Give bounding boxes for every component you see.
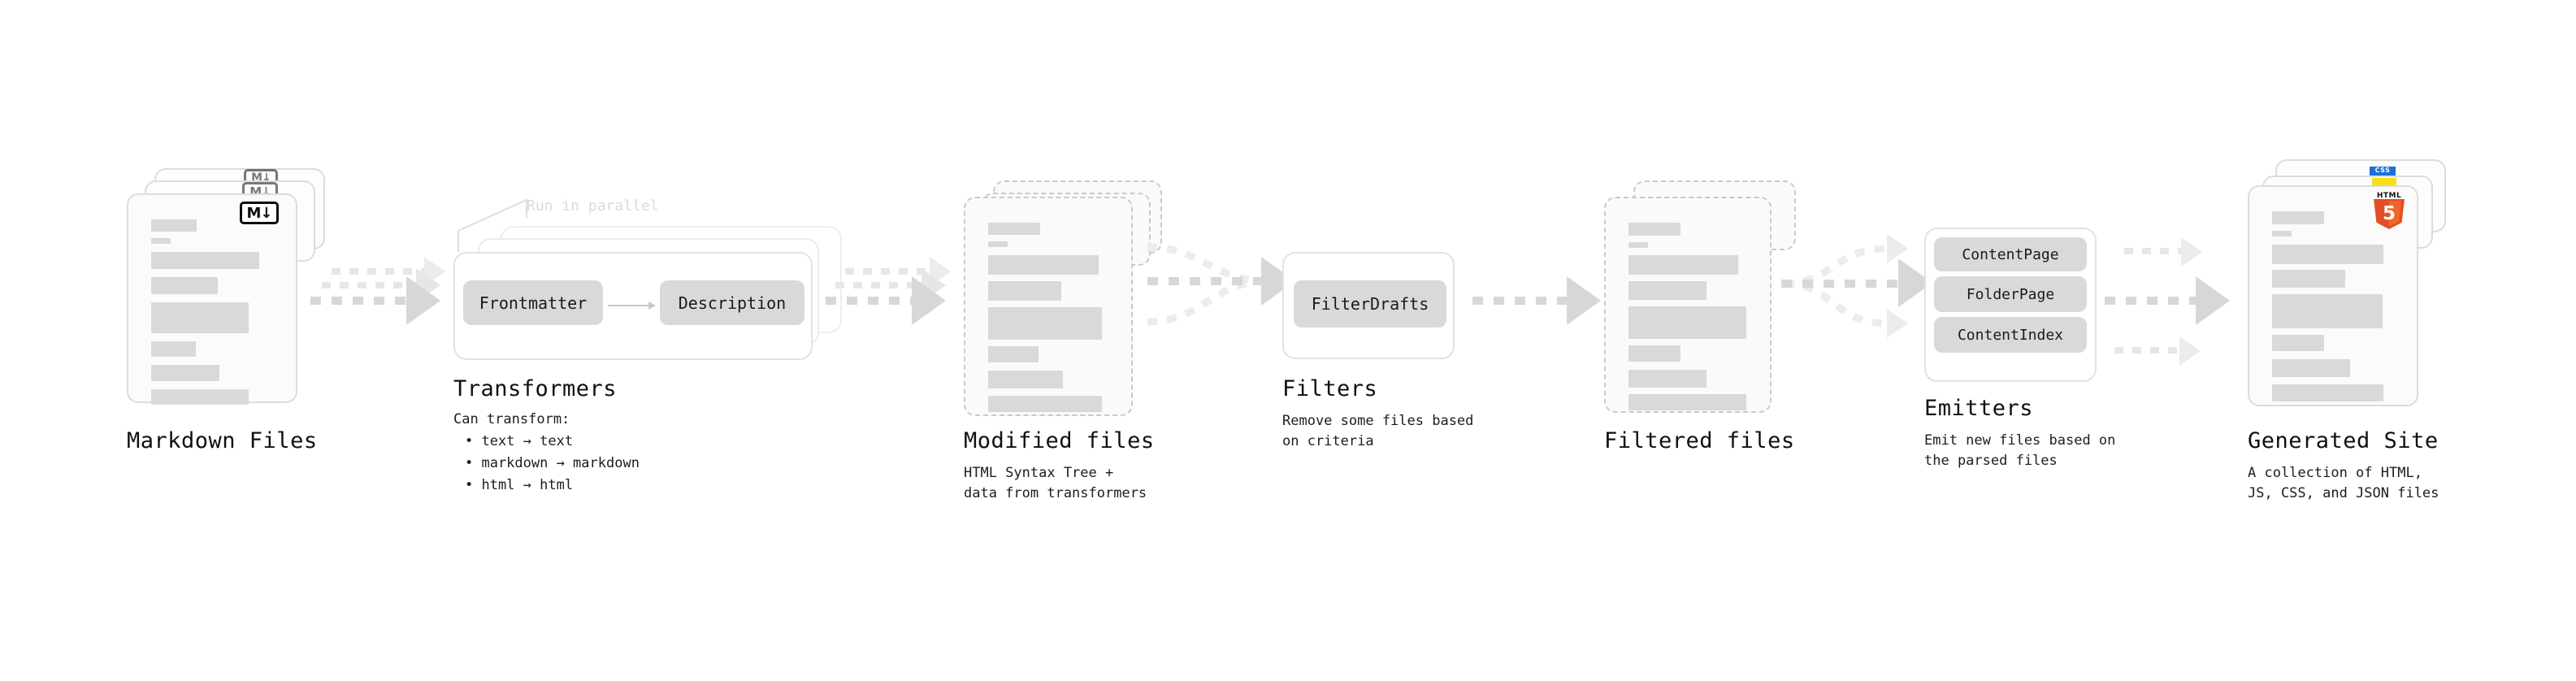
placeholder-line <box>2272 211 2324 224</box>
filter-pill-filterdrafts[interactable]: FilterDrafts <box>1294 280 1446 327</box>
transformer-pill-description[interactable]: Description <box>660 280 804 325</box>
placeholder-line <box>988 223 1040 235</box>
transformer-pill-frontmatter[interactable]: Frontmatter <box>463 280 603 325</box>
placeholder-line <box>2272 359 2350 377</box>
placeholder-line <box>151 341 196 357</box>
arrow-dash <box>310 297 410 305</box>
placeholder-line <box>151 219 197 232</box>
placeholder-line <box>1628 223 1680 236</box>
arrow-head <box>2181 237 2202 267</box>
arrow-head <box>1887 309 1908 338</box>
arrow-dash <box>2124 248 2183 254</box>
arrow-dash <box>1147 277 1261 285</box>
placeholder-line <box>2272 270 2345 288</box>
transformers-bullet-2: • html → html <box>465 477 574 493</box>
arrow-dash <box>2114 347 2181 354</box>
run-in-parallel-note: Run in parallel <box>527 197 659 215</box>
placeholder-line <box>2272 335 2324 351</box>
placeholder-line <box>988 396 1102 412</box>
placeholder-line <box>988 307 1102 340</box>
html5-icon-label: HTML <box>2376 192 2402 200</box>
run-in-parallel-leader <box>458 198 527 252</box>
emitters-subtitle: Emit new files based on the parsed files <box>1924 432 2116 469</box>
stage-title-generated-site: Generated Site <box>2248 428 2439 453</box>
placeholder-line <box>2272 294 2383 328</box>
stage-title-transformers: Transformers <box>453 376 618 401</box>
placeholder-line <box>988 241 1008 247</box>
css-icon: CSS <box>2370 167 2396 176</box>
transformer-inner-arrow <box>608 301 656 310</box>
stage-title-markdown-files: Markdown Files <box>127 428 318 453</box>
placeholder-line <box>151 277 218 294</box>
placeholder-line <box>151 238 171 244</box>
markdown-card-front <box>127 193 297 405</box>
transformers-bullet-0: • text → text <box>465 433 574 449</box>
markdown-icon: M↓ <box>240 202 279 224</box>
placeholder-line <box>988 255 1099 275</box>
arrow-dash <box>2105 297 2199 305</box>
arrow-head <box>1887 234 1908 263</box>
placeholder-line <box>988 281 1061 301</box>
arrow-dash <box>826 297 915 305</box>
placeholder-line <box>1628 306 1746 339</box>
placeholder-line <box>151 252 259 269</box>
placeholder-line <box>151 302 249 333</box>
arrow-dash <box>835 282 925 288</box>
stage-title-filtered-files: Filtered files <box>1604 428 1795 453</box>
placeholder-line <box>1628 281 1706 300</box>
placeholder-line <box>2272 384 2383 401</box>
modified-card-front <box>964 197 1133 416</box>
arrow-dash <box>845 268 933 275</box>
arrow-head <box>2196 276 2230 325</box>
stage-title-emitters: Emitters <box>1924 396 2034 421</box>
filters-subtitle: Remove some files based on criteria <box>1282 413 1474 449</box>
placeholder-line <box>988 371 1063 388</box>
arrow-dash <box>1472 297 1570 305</box>
placeholder-line <box>1628 394 1746 410</box>
arrow-head <box>912 276 946 325</box>
transformers-subtitle: Can transform: <box>453 411 570 427</box>
merge-curves <box>1147 243 1268 326</box>
emitter-pill-folderpage[interactable]: FolderPage <box>1934 276 2087 312</box>
arrow-head <box>2179 336 2201 366</box>
placeholder-line <box>2272 245 2383 264</box>
placeholder-line <box>151 389 249 405</box>
placeholder-line <box>1628 370 1706 388</box>
emitter-pill-contentindex[interactable]: ContentIndex <box>1934 317 2087 353</box>
transformers-bullet-1: • markdown → markdown <box>465 455 640 471</box>
html5-icon-shield-inner <box>2389 201 2401 227</box>
filtered-card-front <box>1604 197 1772 413</box>
modified-files-subtitle: HTML Syntax Tree + data from transformer… <box>964 465 1147 501</box>
placeholder-line <box>2272 231 2292 236</box>
placeholder-line <box>151 365 219 381</box>
stage-title-modified-files: Modified files <box>964 428 1155 453</box>
placeholder-line <box>1628 345 1680 362</box>
placeholder-line <box>1628 255 1738 275</box>
emitter-pill-contentpage[interactable]: ContentPage <box>1934 237 2087 271</box>
placeholder-line <box>1628 242 1648 248</box>
arrow-head <box>406 276 440 325</box>
arrow-dash <box>322 282 419 288</box>
arrow-dash <box>1781 280 1903 288</box>
arrow-dash <box>332 268 427 275</box>
arrow-head <box>1567 276 1601 325</box>
stage-title-filters: Filters <box>1282 376 1378 401</box>
html5-icon: HTML 5 <box>2374 192 2405 229</box>
generated-site-subtitle: A collection of HTML, JS, CSS, and JSON … <box>2248 465 2439 501</box>
placeholder-line <box>988 346 1039 362</box>
html5-icon-five: 5 <box>2382 203 2396 224</box>
